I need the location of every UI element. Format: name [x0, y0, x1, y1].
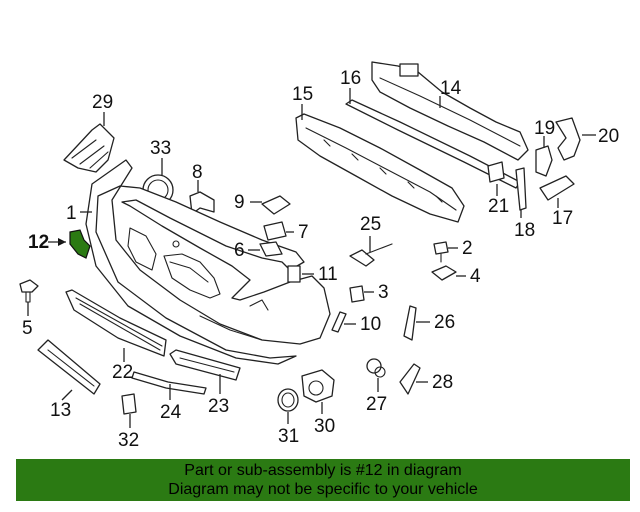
part-11-clip[interactable]: [287, 265, 301, 283]
part-13-plate[interactable]: [37, 339, 101, 395]
callout-16[interactable]: 16: [340, 68, 361, 89]
callout-12-highlighted[interactable]: 12: [28, 232, 49, 253]
part-26-trim[interactable]: [403, 305, 417, 341]
callout-21[interactable]: 21: [488, 196, 509, 217]
callout-2[interactable]: 2: [462, 238, 473, 259]
part-31-sensor[interactable]: [277, 388, 299, 412]
banner-line-2: Diagram may not be specific to your vehi…: [168, 481, 478, 498]
leader-lines: [27, 88, 596, 428]
callout-4[interactable]: 4: [470, 266, 481, 287]
part-22-grille[interactable]: [65, 289, 167, 357]
callout-8[interactable]: 8: [192, 162, 203, 183]
part-6-clip[interactable]: [259, 241, 283, 257]
callout-5[interactable]: 5: [22, 318, 33, 339]
callout-14[interactable]: 14: [440, 78, 462, 99]
callout-7[interactable]: 7: [298, 222, 309, 243]
callout-17[interactable]: 17: [552, 208, 573, 229]
part-1-bumper-cover[interactable]: [85, 159, 331, 365]
callout-23[interactable]: 23: [208, 396, 229, 417]
callout-29[interactable]: 29: [92, 92, 113, 113]
callout-24[interactable]: 24: [160, 402, 182, 423]
callout-10[interactable]: 10: [360, 314, 381, 335]
part-9-cap[interactable]: [261, 195, 291, 215]
part-14-reinforcement[interactable]: [371, 61, 529, 161]
part-19-bracket[interactable]: [535, 145, 553, 177]
callout-13[interactable]: 13: [50, 400, 71, 421]
callout-6[interactable]: 6: [234, 240, 245, 261]
part-23-grille[interactable]: [169, 349, 241, 381]
callout-3[interactable]: 3: [378, 282, 389, 303]
part-32-clip[interactable]: [121, 393, 137, 415]
callout-15[interactable]: 15: [292, 84, 313, 105]
part-10-clip[interactable]: [331, 311, 347, 333]
callout-labels: 29 33 8 16 15 14 19 20 1 9 7 21 18 17 12…: [22, 68, 619, 451]
callout-30[interactable]: 30: [314, 416, 335, 437]
part-30-sensor[interactable]: [301, 369, 335, 403]
callout-27[interactable]: 27: [366, 394, 387, 415]
callout-26[interactable]: 26: [434, 312, 455, 333]
part-18-guide[interactable]: [515, 167, 527, 211]
part-2-bolt[interactable]: [433, 241, 449, 263]
callout-18[interactable]: 18: [514, 220, 535, 241]
part-5-clip[interactable]: [19, 279, 39, 303]
part-21-clip[interactable]: [487, 161, 505, 183]
part-4-nut[interactable]: [431, 265, 457, 281]
part-3-nut[interactable]: [349, 285, 365, 303]
part-20-bracket[interactable]: [555, 117, 581, 161]
callout-11[interactable]: 11: [318, 264, 338, 285]
callout-20[interactable]: 20: [598, 126, 619, 147]
callout-1[interactable]: 1: [66, 203, 77, 224]
callout-33[interactable]: 33: [150, 138, 171, 159]
part-29-bracket[interactable]: [63, 123, 115, 173]
callout-32[interactable]: 32: [118, 430, 139, 451]
part-24-strip[interactable]: [131, 371, 207, 395]
callout-28[interactable]: 28: [432, 372, 453, 393]
banner-line-1: Part or sub-assembly is #12 in diagram: [184, 462, 462, 479]
part-25-sensor[interactable]: [349, 243, 393, 267]
part-7-clip[interactable]: [263, 221, 287, 241]
part-12-highlighted[interactable]: [69, 229, 91, 259]
part-15-absorber[interactable]: [295, 113, 465, 223]
callout-22[interactable]: 22: [112, 362, 133, 383]
part-27-sensor[interactable]: [366, 358, 386, 378]
callout-9[interactable]: 9: [234, 192, 245, 213]
info-banner: Part or sub-assembly is #12 in diagram D…: [16, 459, 630, 501]
callout-19[interactable]: 19: [534, 118, 555, 139]
callout-25[interactable]: 25: [360, 214, 381, 235]
part-28-holder[interactable]: [399, 363, 421, 395]
callout-31[interactable]: 31: [278, 426, 299, 447]
part-17-trim[interactable]: [539, 175, 575, 201]
